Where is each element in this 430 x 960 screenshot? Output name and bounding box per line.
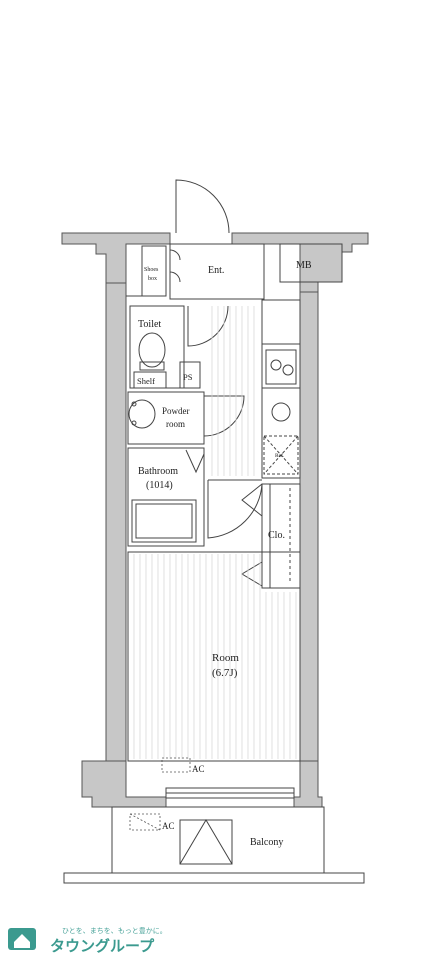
wall-bottom-right	[293, 760, 323, 808]
kitchen-counter	[261, 299, 301, 479]
floor-hatch	[133, 306, 297, 759]
label-powder-2: room	[166, 419, 185, 429]
labels: Ent. MB Shoes box Toilet Shelf PS Powder…	[137, 260, 312, 848]
label-shelf: Shelf	[137, 376, 155, 386]
entrance-door	[175, 179, 230, 234]
label-closet: Clo.	[268, 530, 285, 541]
label-meter-box: MB	[296, 260, 312, 271]
bathroom	[127, 447, 205, 547]
bathtub	[131, 499, 197, 543]
label-refrigerator: Ref.	[275, 452, 285, 459]
logo-tagline: ひとを、まちを、もっと豊かに。	[62, 926, 167, 935]
ac-units	[129, 757, 191, 831]
label-shoes-box-2: box	[148, 276, 157, 282]
pipe-space	[179, 361, 201, 389]
wall-left	[105, 282, 127, 762]
balcony-rail	[63, 872, 365, 884]
label-pipe-space: PS	[183, 372, 193, 382]
toilet-bowl	[138, 332, 166, 368]
label-room: Room	[212, 652, 239, 664]
label-ac-balcony: AC	[162, 821, 175, 831]
sink	[271, 402, 291, 422]
meter-box	[279, 243, 343, 283]
label-shoes-box-1: Shoes	[144, 267, 159, 273]
wall-bottom-left	[81, 760, 167, 808]
wall-right	[299, 291, 319, 762]
label-entrance: Ent.	[208, 265, 224, 276]
logo-house-icon	[14, 934, 30, 948]
label-balcony: Balcony	[250, 837, 283, 848]
interior-lines	[63, 179, 365, 884]
exterior-walls	[61, 232, 369, 808]
label-bathroom-size: (1014)	[146, 480, 173, 491]
main-room	[127, 551, 301, 762]
label-room-size: (6.7J)	[212, 667, 238, 679]
ac-room-unit	[161, 757, 191, 773]
shoes-box	[141, 245, 167, 297]
balcony-hatch	[179, 819, 233, 865]
label-powder-1: Powder	[162, 406, 190, 416]
label-bathroom: Bathroom	[138, 466, 178, 477]
company-logo: ひとを、まちを、もっと豊かに。 タウングループ	[8, 926, 167, 955]
wash-basin	[128, 399, 156, 429]
label-ac-room: AC	[192, 764, 205, 774]
label-toilet: Toilet	[138, 319, 161, 330]
ac-balcony-unit	[129, 813, 161, 831]
powder-room	[127, 391, 205, 445]
closet	[261, 483, 301, 589]
refrigerator	[263, 435, 299, 475]
shelf	[133, 371, 167, 389]
stove	[265, 349, 297, 385]
logo-name: タウングループ	[50, 937, 155, 955]
